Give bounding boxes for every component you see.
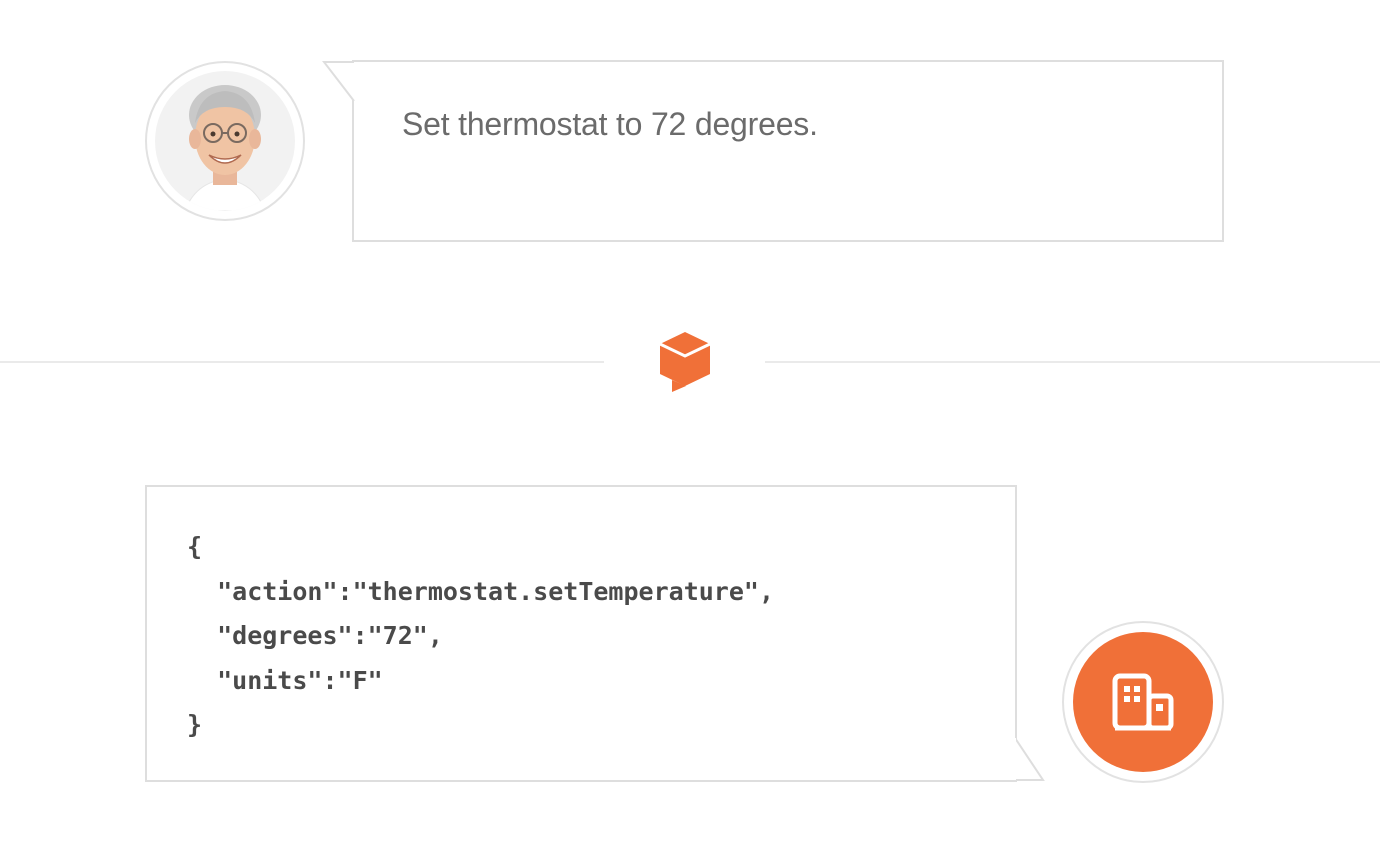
code-line: {	[187, 532, 203, 561]
person-photo-icon	[155, 71, 295, 211]
bot-avatar	[1062, 621, 1224, 783]
code-line: "degrees":"72",	[187, 621, 443, 650]
orange-cube-chat-icon	[659, 332, 711, 392]
code-line: "units":"F"	[187, 665, 383, 695]
response-bubble-tail	[1007, 738, 1045, 781]
user-message-bubble: Set thermostat to 72 degrees.	[352, 60, 1224, 242]
code-line: "action":"thermostat.setTemperature",	[187, 576, 774, 606]
code-line: }	[187, 710, 203, 739]
json-code-block: { "action":"thermostat.setTemperature", …	[187, 525, 774, 748]
user-bubble-tail	[322, 61, 355, 102]
divider-right	[765, 361, 1380, 363]
user-avatar	[145, 61, 305, 221]
divider-left	[0, 361, 604, 363]
building-icon	[1112, 673, 1174, 731]
user-message-text: Set thermostat to 72 degrees.	[402, 106, 818, 142]
bot-avatar-circle	[1073, 632, 1213, 772]
response-code-bubble: { "action":"thermostat.setTemperature", …	[145, 485, 1017, 782]
